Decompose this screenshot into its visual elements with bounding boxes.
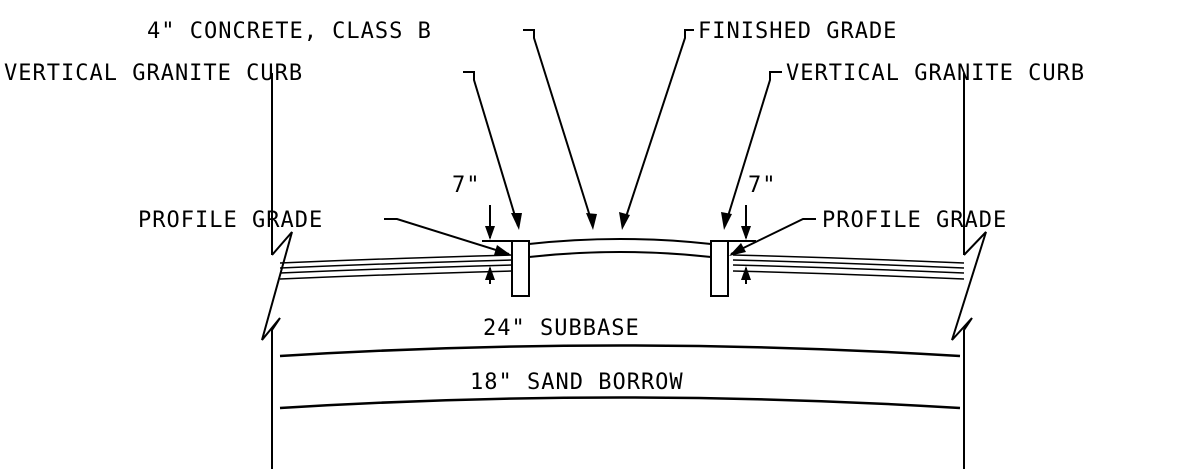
concrete-leader — [523, 29, 597, 230]
sand-borrow-bottom-line — [279, 396, 961, 410]
subbase-label: 24" SUBBASE — [483, 316, 640, 341]
right-boundary — [951, 73, 987, 469]
finished-grade-label: FINISHED GRADE — [698, 19, 897, 44]
right-curb-leader — [721, 71, 782, 230]
left-dimension-label: 7" — [452, 173, 481, 198]
concrete-median — [528, 238, 712, 258]
right-granite-curb — [710, 240, 729, 297]
left-curb-label: VERTICAL GRANITE CURB — [4, 61, 303, 86]
left-profile-grade-leader — [384, 218, 511, 255]
concrete-label: 4" CONCRETE, CLASS B — [147, 19, 432, 44]
left-profile-grade-label: PROFILE GRADE — [138, 208, 323, 233]
right-profile-grade-leader — [729, 218, 816, 256]
left-7in-dimension — [482, 205, 512, 284]
left-curb-leader — [463, 71, 522, 230]
right-pavement-lines — [732, 254, 965, 280]
left-granite-curb — [511, 240, 530, 297]
right-profile-grade-label: PROFILE GRADE — [822, 208, 1007, 233]
right-7in-dimension — [728, 205, 756, 284]
finished-grade-leader — [619, 29, 694, 230]
right-curb-label: VERTICAL GRANITE CURB — [786, 61, 1085, 86]
sand-borrow-label: 18" SAND BORROW — [470, 370, 684, 395]
subbase-bottom-line — [279, 344, 961, 358]
left-boundary — [261, 73, 293, 469]
right-dimension-label: 7" — [748, 173, 777, 198]
left-pavement-lines — [279, 254, 513, 280]
